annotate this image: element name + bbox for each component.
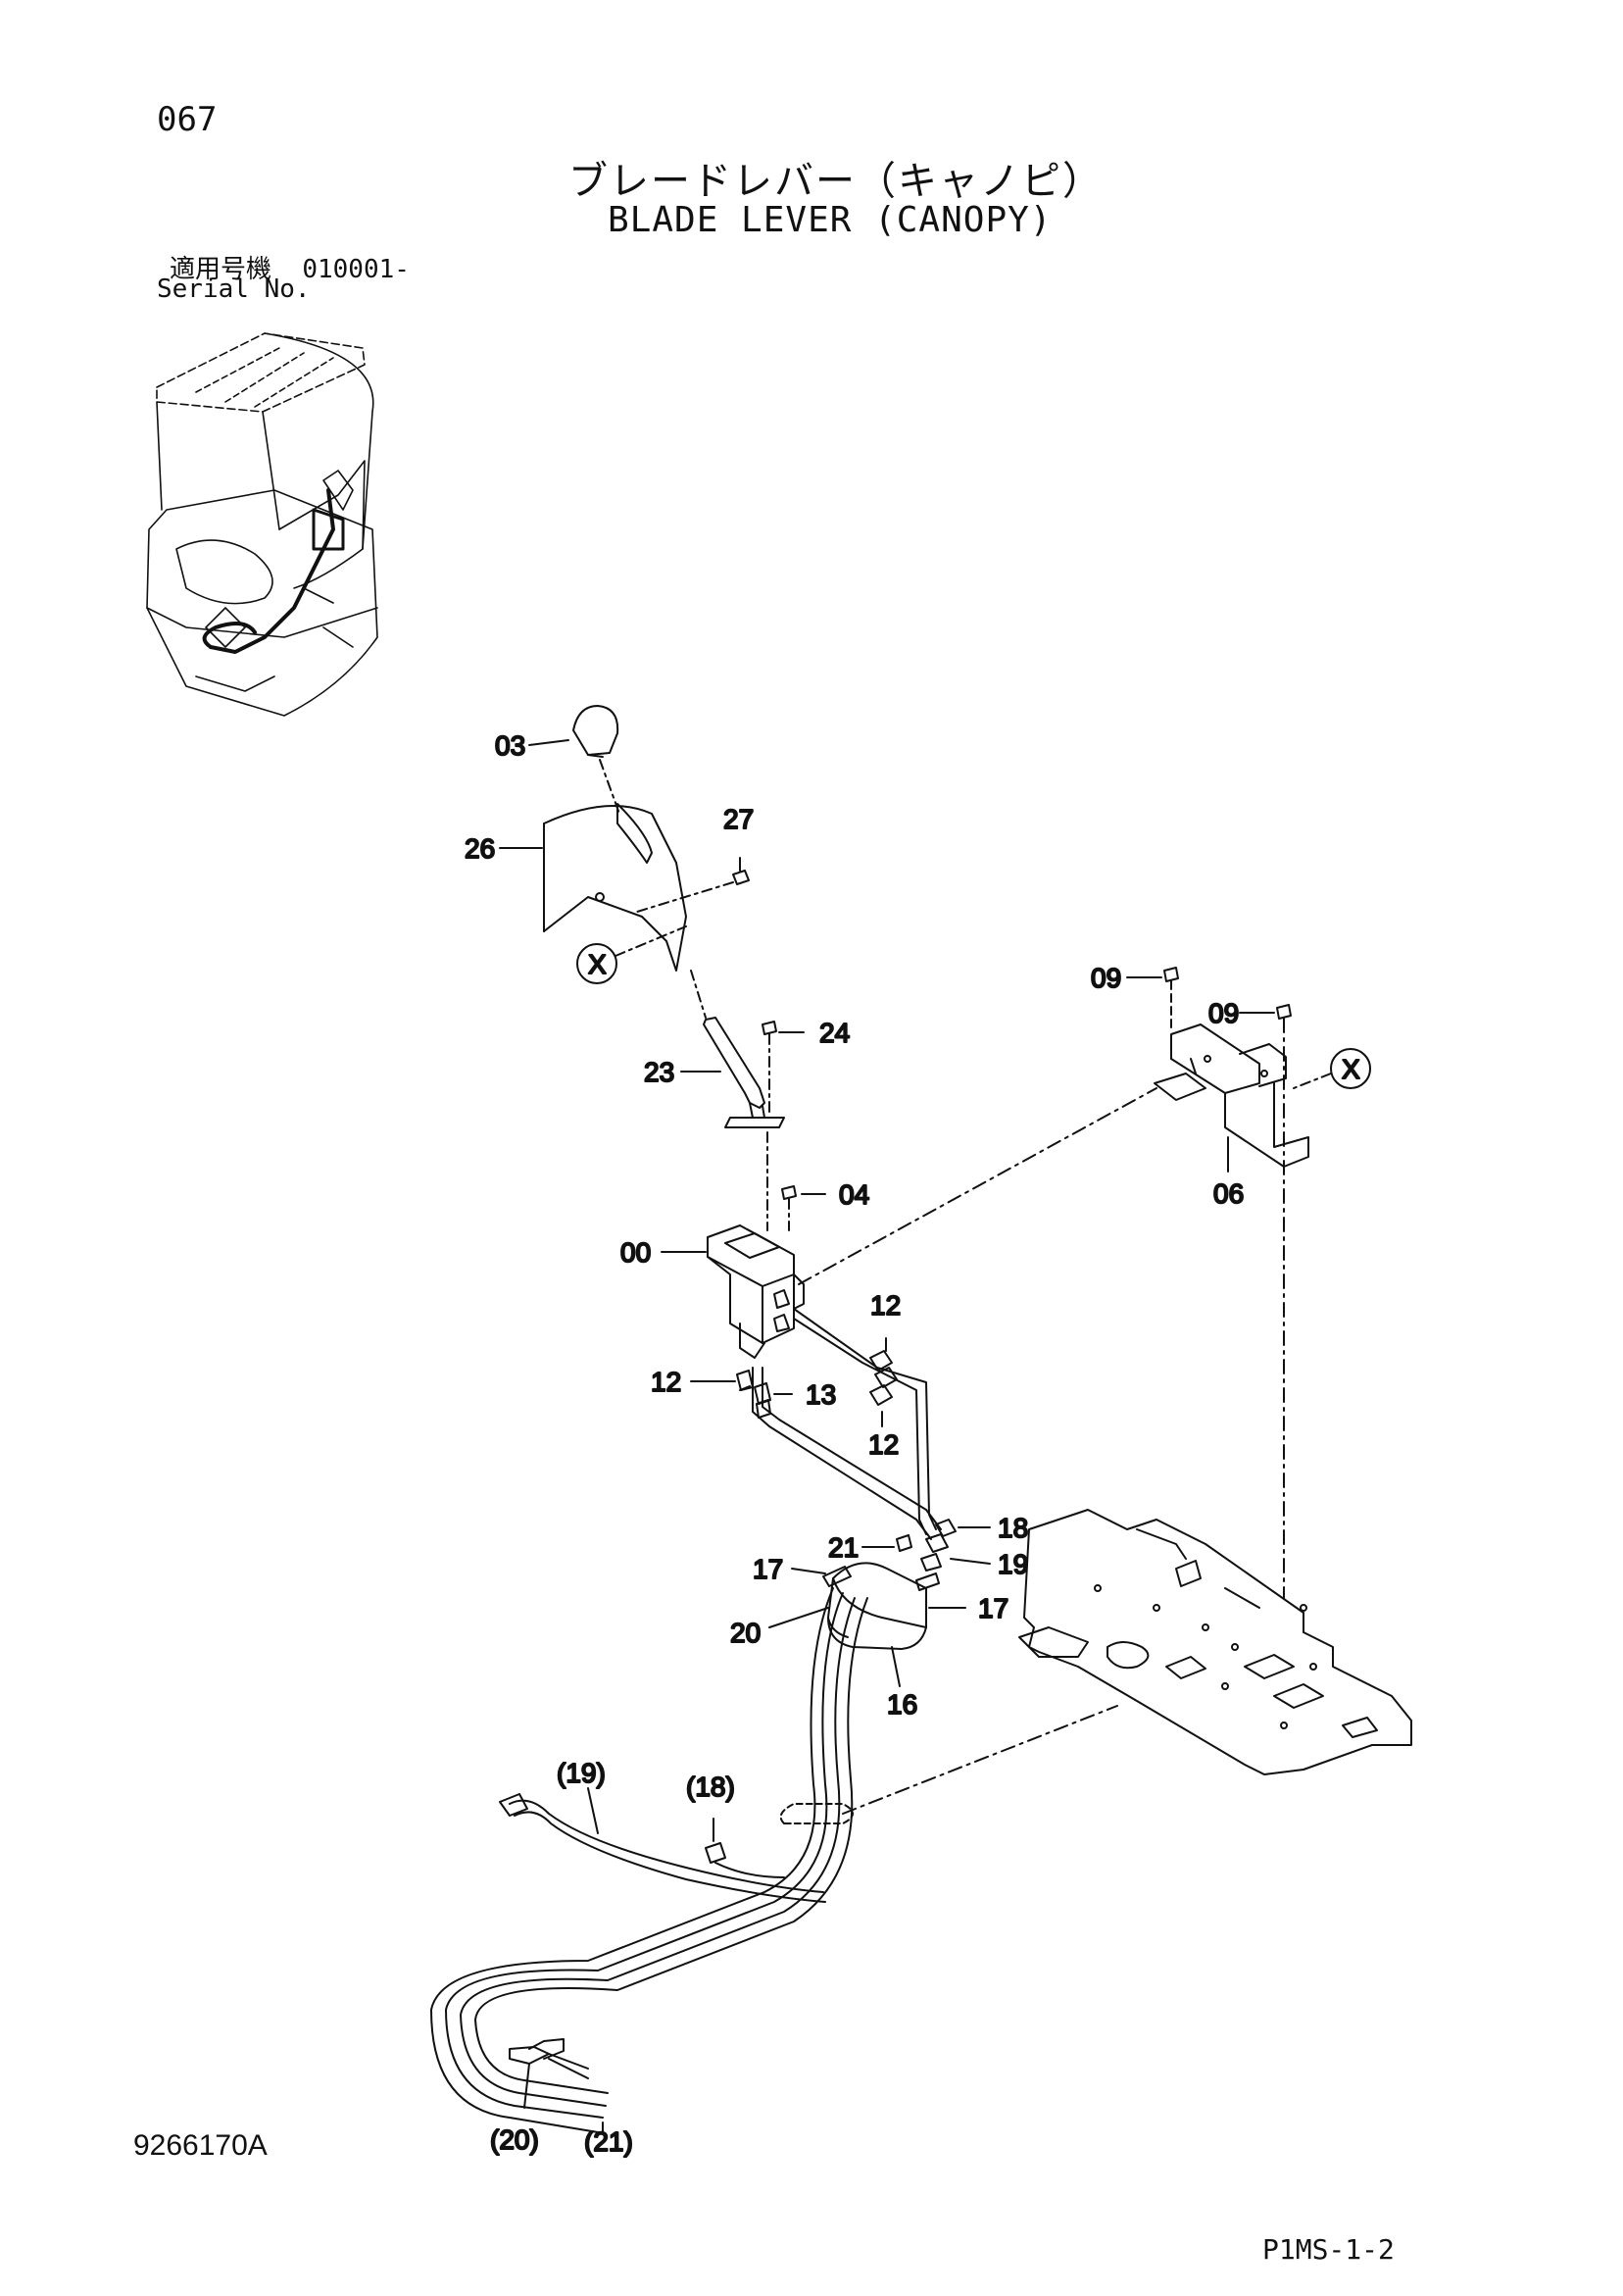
callout-00: 00 bbox=[620, 1237, 651, 1268]
fitting-part-12-left bbox=[736, 1370, 754, 1391]
lever-rod-part-23 bbox=[690, 970, 785, 1128]
reference-circle-x-right bbox=[1330, 1048, 1371, 1089]
title-japanese: ブレードレバー（キャノピ） bbox=[568, 159, 1104, 204]
callout-17-left: 17 bbox=[753, 1554, 783, 1584]
callout-19-paren: (19) bbox=[557, 1758, 606, 1788]
callout-12-top: 12 bbox=[870, 1290, 901, 1321]
bolt-part-09-a bbox=[1163, 967, 1179, 1030]
title-english: BLADE LEVER (CANOPY) bbox=[608, 200, 1053, 240]
bolt-part-24 bbox=[762, 1021, 777, 1114]
callout-04: 04 bbox=[839, 1179, 869, 1210]
fitting-part-12-upper bbox=[869, 1350, 898, 1388]
callout-19: 19 bbox=[998, 1549, 1028, 1579]
knob-part-03 bbox=[572, 705, 620, 815]
fitting-parts-18-19 bbox=[920, 1519, 957, 1572]
document-number: 9266170A bbox=[133, 2129, 268, 2162]
bolt-part-04 bbox=[766, 1131, 797, 1231]
fitting-part-13 bbox=[754, 1382, 771, 1419]
serial-label-japanese: 適用号機 010001- bbox=[170, 249, 410, 285]
serial-label-jp-text: 適用号機 bbox=[170, 255, 272, 284]
callout-27: 27 bbox=[723, 804, 754, 834]
callout-21-paren: (21) bbox=[584, 2126, 633, 2157]
bracket-part-06 bbox=[1154, 1023, 1309, 1168]
callout-21: 21 bbox=[828, 1532, 859, 1563]
serial-label-english: Serial No. bbox=[157, 275, 311, 304]
pilot-valve-part-00 bbox=[707, 1224, 805, 1359]
callout-12-left: 12 bbox=[651, 1367, 681, 1397]
lever-cover-part-26 bbox=[543, 803, 687, 972]
reference-x-right: X bbox=[1342, 1054, 1360, 1084]
serial-number-value: 010001- bbox=[302, 255, 410, 284]
callout-06: 06 bbox=[1213, 1178, 1244, 1209]
page-number: 067 bbox=[157, 100, 218, 139]
hose-lines-upper bbox=[752, 1308, 942, 1540]
callout-09-b: 09 bbox=[1208, 998, 1239, 1028]
callout-03: 03 bbox=[495, 730, 525, 761]
reference-x-left: X bbox=[588, 949, 607, 979]
callout-18-paren: (18) bbox=[686, 1772, 735, 1802]
callout-12-bottom: 12 bbox=[868, 1429, 899, 1460]
callout-23: 23 bbox=[644, 1057, 674, 1087]
callout-20: 20 bbox=[730, 1618, 761, 1648]
bolt-part-21 bbox=[896, 1534, 912, 1552]
callout-16: 16 bbox=[887, 1689, 917, 1720]
bolt-part-27 bbox=[636, 857, 750, 913]
callout-26: 26 bbox=[465, 833, 495, 864]
callout-13: 13 bbox=[806, 1379, 836, 1410]
reference-circle-x-left bbox=[576, 943, 617, 984]
hose-clamp-part-16 bbox=[822, 1562, 940, 1650]
callout-20-paren: (20) bbox=[490, 2124, 539, 2155]
long-hose-assembly bbox=[430, 1587, 1118, 2133]
floor-plate-frame bbox=[1018, 1509, 1412, 1775]
callout-24: 24 bbox=[819, 1018, 850, 1048]
callout-09-a: 09 bbox=[1091, 963, 1121, 993]
fitting-part-12-lower-right bbox=[869, 1384, 893, 1406]
machine-overview-sketch bbox=[146, 332, 378, 717]
sheet-code: P1MS-1-2 bbox=[1262, 2233, 1395, 2266]
bolt-part-09-b bbox=[1276, 1004, 1292, 1599]
callout-17-right: 17 bbox=[978, 1593, 1008, 1623]
callout-18: 18 bbox=[998, 1513, 1028, 1543]
